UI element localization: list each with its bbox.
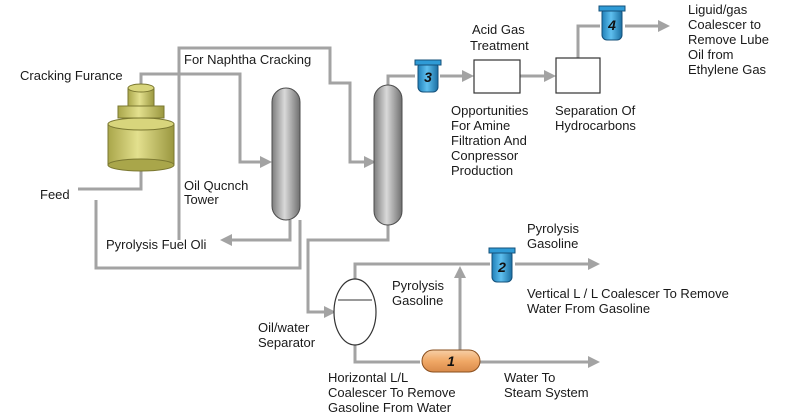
separation-box [555, 57, 601, 94]
arrow-to-separator [324, 306, 336, 318]
label-feed: Feed [40, 187, 70, 202]
label-oil-quench-tower: Oil Qucnch Tower [184, 178, 252, 207]
label-horizontal-coalescer: Horizontal L/L Coalescer To Remove Gasol… [328, 370, 459, 415]
label-pyrolysis-gasoline-mid: Pyrolysis Gasoline [392, 278, 448, 308]
arrow-to-tower2 [364, 156, 376, 168]
pipe-naphtha-loop [177, 46, 367, 240]
label-pyrolysis-fuel-oil: Pyrolysis Fuel Oli [106, 237, 207, 252]
cracking-furnace [107, 83, 175, 172]
fractionator-tower [373, 84, 403, 226]
oil-quench-tower [271, 87, 301, 221]
label-naphtha-cracking: For Naphtha Cracking [184, 52, 311, 67]
arrow-gasoline-out [588, 258, 600, 270]
pipes [78, 24, 660, 364]
pipe-sep-bottom [353, 345, 420, 364]
arrow-to-sep [544, 70, 556, 82]
pipe-to-c3 [386, 74, 415, 85]
pipe-to-separator [306, 225, 390, 314]
label-liquid-gas-coalescer: Liguid/gas Coalescer to Remove Lube Oil … [688, 2, 773, 77]
arrow-c1-up [454, 266, 466, 278]
pipe-sep-c4 [576, 24, 600, 58]
acid-gas-treatment-box [473, 59, 521, 94]
label-vertical-coalescer: Vertical L / L Coalescer To Remove Water… [527, 286, 732, 316]
oil-water-separator [333, 278, 377, 346]
pipe-left-loop [94, 200, 302, 270]
coalescer-2: 2 [488, 247, 516, 283]
arrow-water-out [588, 356, 600, 368]
pipe-sep-top [353, 262, 490, 280]
pipe-quench-return [230, 220, 292, 242]
coalescer-3: 3 [414, 59, 442, 93]
pipe-furnace-out [139, 72, 262, 164]
arrow-to-acid [462, 70, 474, 82]
label-acid-gas: Acid Gas Treatment [470, 22, 529, 53]
label-water-to-steam: Water To Steam System [504, 370, 589, 400]
coalescer-2-number: 2 [497, 259, 506, 275]
coalescer-4-number: 4 [607, 17, 616, 33]
arrow-ethylene-out [658, 20, 670, 32]
label-cracking-furnace: Cracking Furance [20, 68, 123, 83]
coalescer-3-number: 3 [424, 69, 432, 85]
pipe-feed [78, 168, 143, 191]
label-pyrolysis-gasoline-top: Pyrolysis Gasoline [527, 221, 583, 251]
label-separation: Separation Of Hydrocarbons [555, 103, 639, 133]
arrow-to-quench [260, 156, 272, 168]
coalescer-1: 1 [421, 349, 481, 373]
coalescer-4: 4 [598, 5, 626, 41]
arrow-to-fuel-oil [220, 234, 232, 246]
label-oil-water-separator: Oil/water Separator [258, 320, 316, 350]
label-opportunities: Opportunities For Amine Filtration And C… [451, 103, 532, 178]
coalescer-1-number: 1 [447, 353, 455, 369]
